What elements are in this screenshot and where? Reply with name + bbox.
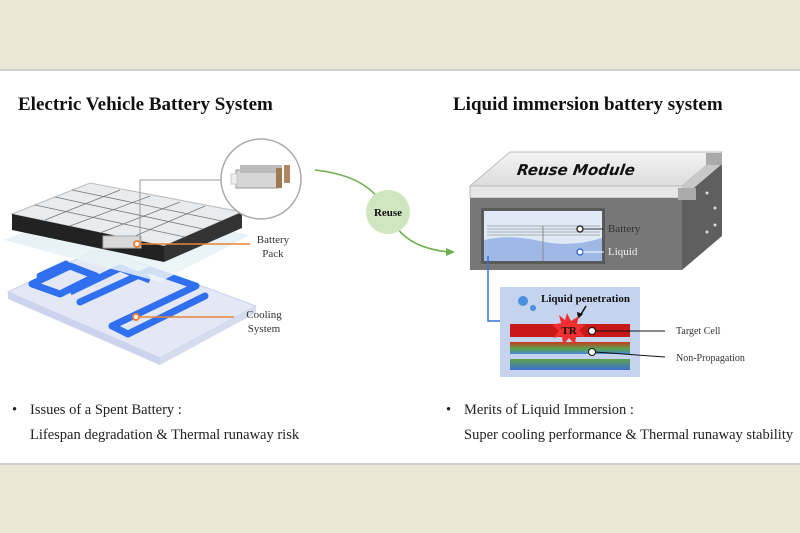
arrow-head-icon	[446, 248, 455, 256]
bullet-icon: •	[12, 402, 18, 418]
reuse-badge	[366, 190, 410, 234]
liquid-label: Liquid	[608, 246, 638, 258]
left-bullet: • Issues of a Spent Battery : Lifespan de…	[12, 398, 299, 448]
burst-label: TR	[561, 325, 577, 337]
adjacent-cell-2	[510, 359, 630, 370]
inset-connector	[487, 256, 500, 322]
battery-pack-illustration	[10, 182, 244, 262]
left-panel-title: Electric Vehicle Battery System	[18, 94, 273, 115]
cooling-label-1: Cooling	[246, 309, 282, 321]
burst-icon	[552, 313, 586, 345]
cell-zoom-callout	[139, 138, 302, 245]
left-bullet-detail: Lifespan degradation & Thermal runaway r…	[30, 427, 300, 443]
inset-heading: Liquid penetration	[541, 293, 630, 305]
non-propagation-label: Non-Propagation	[676, 353, 745, 364]
reuse-transition: Reuse	[314, 169, 455, 256]
thermal-runaway-inset: Liquid penetration TR	[500, 287, 640, 377]
cooling-label-2: System	[248, 323, 281, 335]
left-bullet-heading: Issues of a Spent Battery :	[30, 402, 182, 418]
target-cell-callout: Target Cell	[588, 326, 721, 337]
battery-pack-callout: Battery Pack	[133, 234, 290, 260]
non-propagation-callout: Non-Propagation	[588, 348, 745, 364]
cooling-system-callout: Cooling System	[132, 309, 282, 335]
bullet-icon: •	[446, 402, 452, 418]
target-cell-label: Target Cell	[676, 326, 721, 337]
module-label: Reuse Module	[516, 161, 636, 179]
right-bullet-detail: Super cooling performance & Thermal runa…	[464, 427, 794, 443]
reuse-module-illustration: Reuse Module	[468, 151, 724, 270]
adjacent-cell	[510, 342, 630, 354]
battery-callout: Battery	[576, 223, 641, 235]
battery-label: Battery	[608, 223, 641, 235]
right-bullet: • Merits of Liquid Immersion : Super cool…	[446, 398, 793, 448]
right-panel-title: Liquid immersion battery system	[453, 94, 723, 115]
battery-pack-label-1: Battery	[257, 234, 290, 246]
liquid-callout: Liquid	[576, 246, 638, 258]
battery-pack-label-2: Pack	[262, 248, 284, 260]
reuse-label: Reuse	[374, 207, 402, 219]
right-bullet-heading: Merits of Liquid Immersion :	[464, 402, 634, 418]
